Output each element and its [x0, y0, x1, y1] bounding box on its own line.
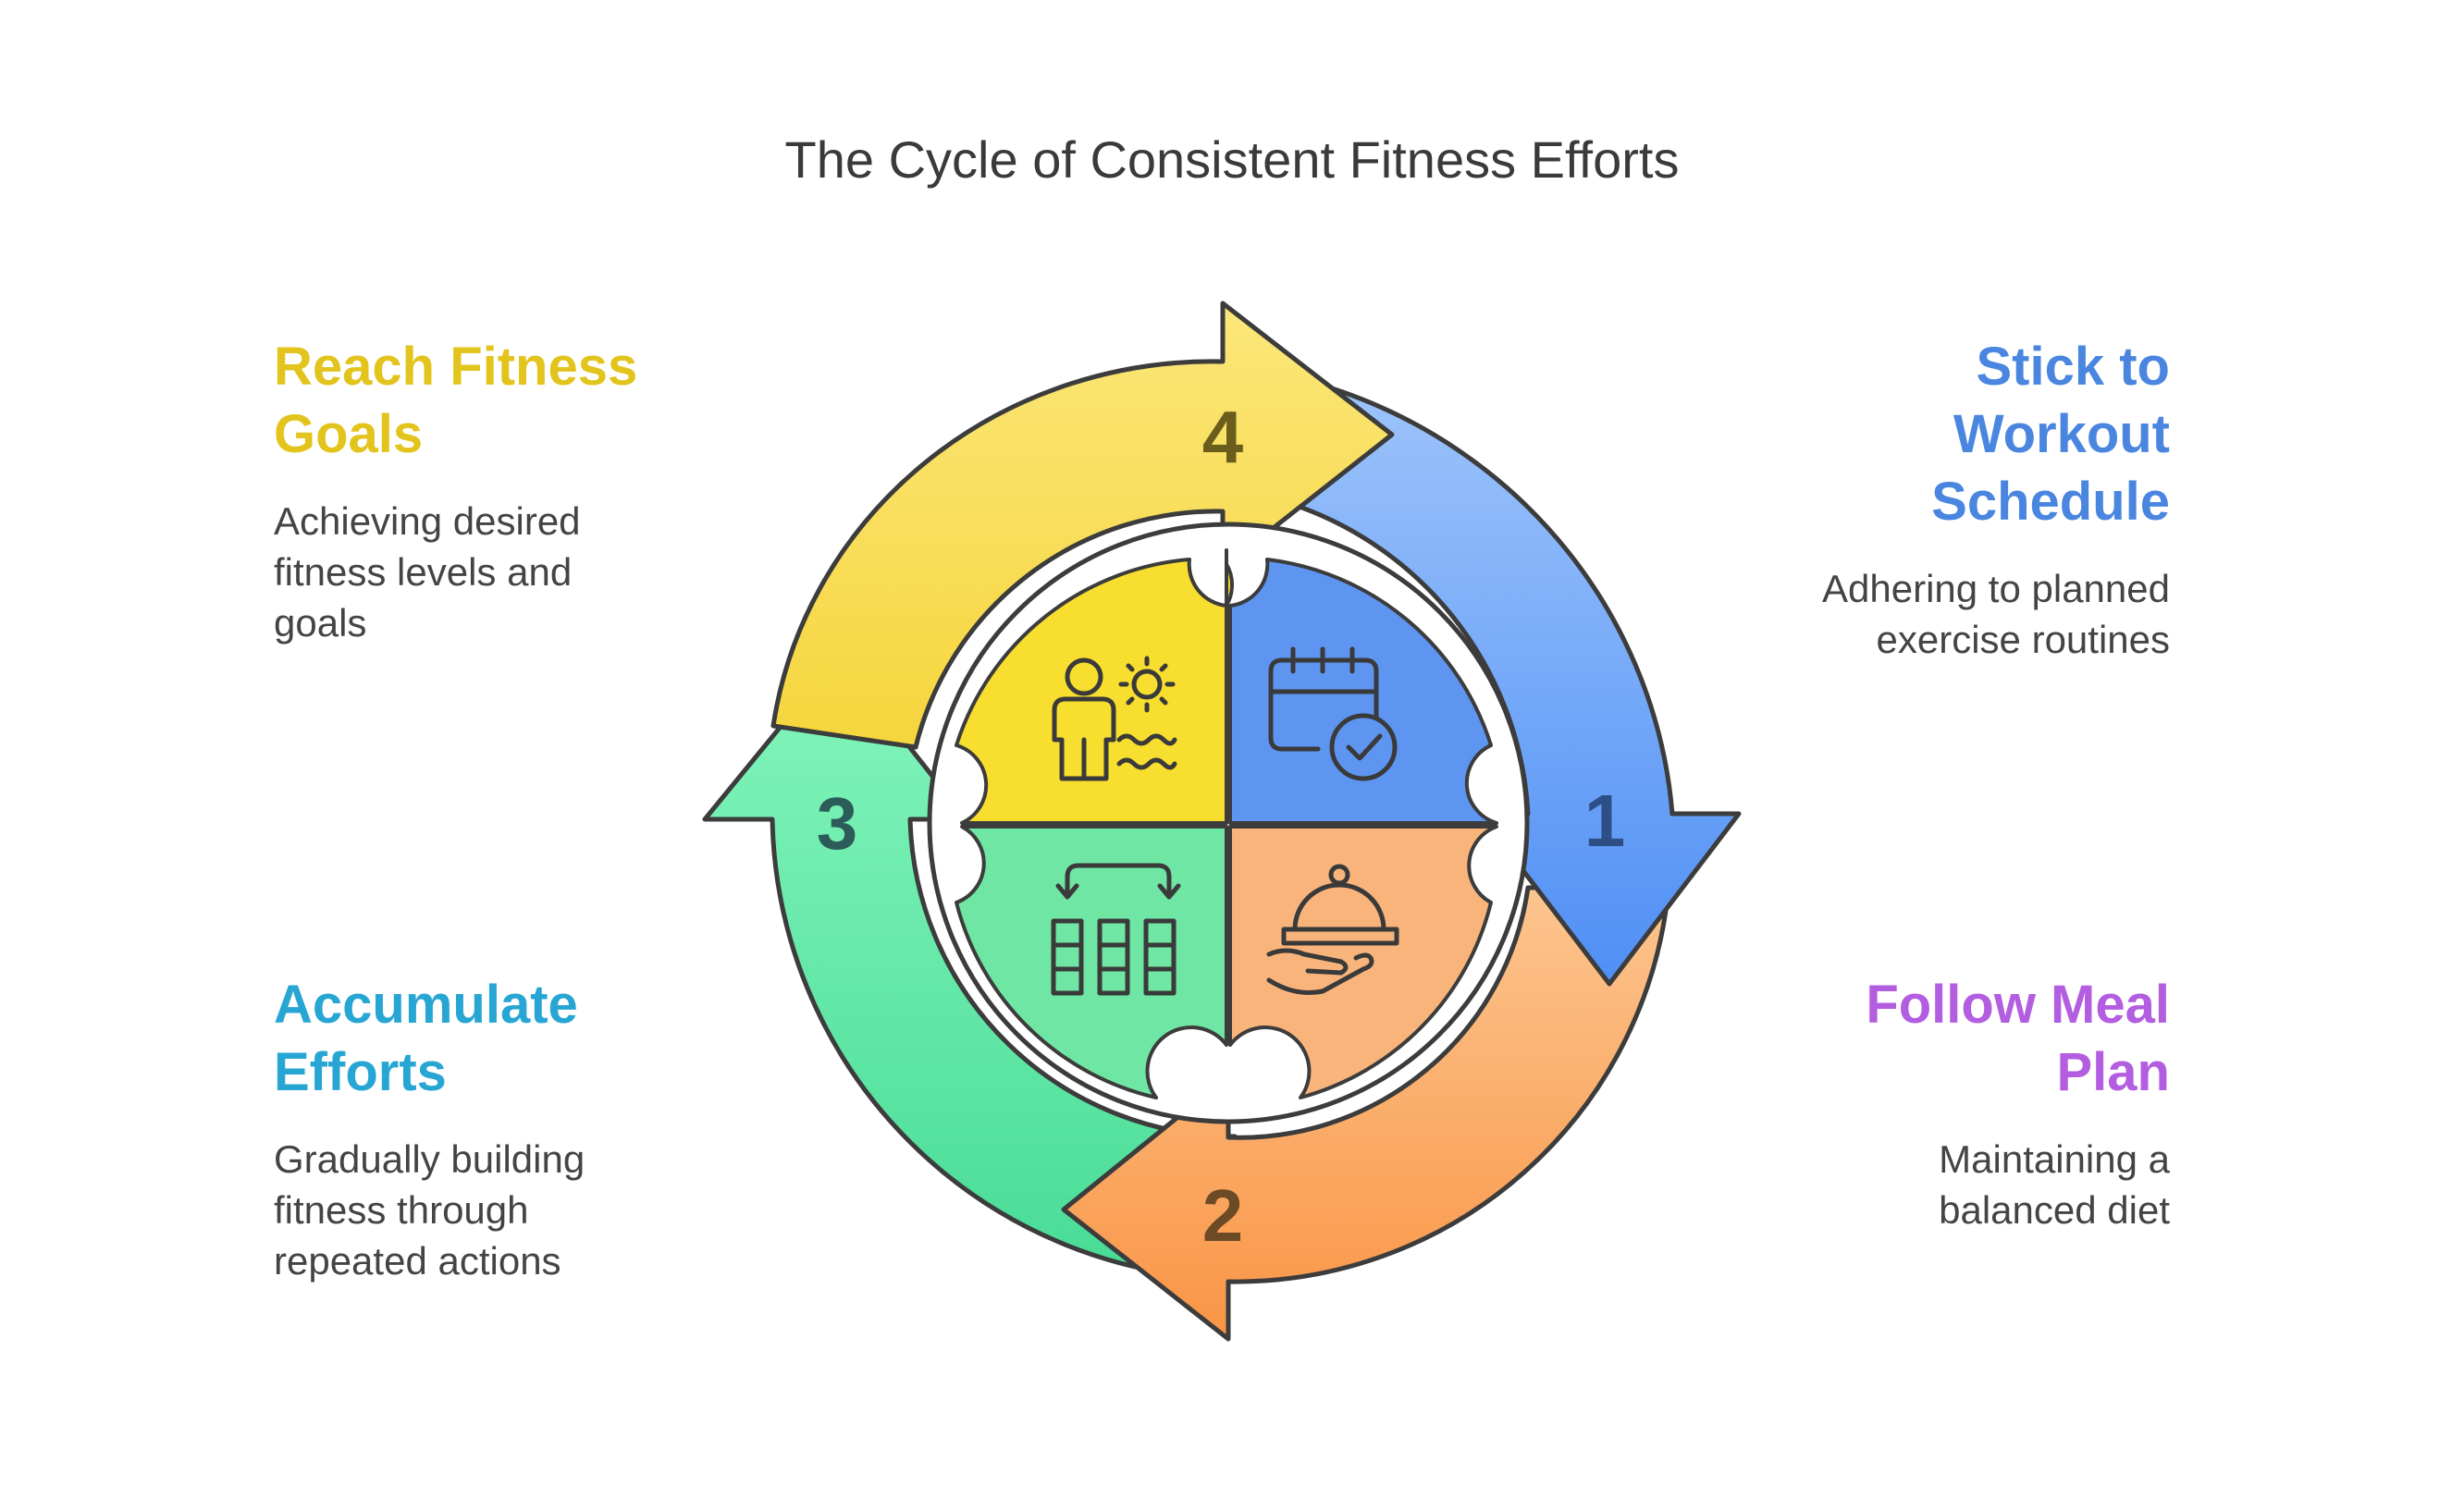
step-4-heading-line: Goals — [274, 404, 424, 464]
step-4-description: Achieving desired fitness levels and goa… — [274, 496, 681, 648]
step-4-heading: Reach Fitness Goals — [274, 333, 681, 468]
step-4-text: Reach Fitness Goals Achieving desired fi… — [274, 333, 681, 648]
step-3-heading: Accumulate Efforts — [274, 971, 681, 1106]
step-number-1: 1 — [1584, 780, 1626, 862]
step-3-heading-line: Efforts — [274, 1042, 447, 1102]
step-2-description: Maintaining a balanced diet — [1763, 1134, 2170, 1235]
step-2-description-line: balanced diet — [1939, 1188, 2170, 1232]
step-3-description-line: Gradually building — [274, 1137, 585, 1181]
step-number-4: 4 — [1202, 396, 1244, 478]
step-3-description-line: repeated actions — [274, 1239, 561, 1283]
step-1-heading-line: Stick to — [1976, 337, 2171, 397]
quadrant-3 — [955, 825, 1228, 1099]
arrow-1 — [1274, 386, 1742, 987]
step-3-heading-line: Accumulate — [274, 975, 578, 1035]
calendar-check-icon — [1268, 646, 1398, 781]
quadrant-2 — [1228, 825, 1498, 1099]
step-3-description: Gradually building fitness through repea… — [274, 1134, 681, 1286]
step-number-2: 2 — [1202, 1174, 1244, 1257]
step-4-heading-line: Reach Fitness — [274, 337, 638, 397]
step-number-3: 3 — [817, 782, 858, 865]
diagram-title: The Cycle of Consistent Fitness Efforts — [784, 130, 1680, 189]
stacked-grid-icon — [1051, 863, 1181, 996]
arrow-4 — [770, 301, 1395, 750]
step-2-text: Follow Meal Plan Maintaining a balanced … — [1763, 971, 2170, 1235]
step-4-description-line: fitness levels and — [274, 550, 573, 594]
step-4-description-line: goals — [274, 601, 367, 645]
step-1-heading: Stick to Workout Schedule — [1763, 333, 2170, 535]
step-2-heading-line: Plan — [2056, 1042, 2171, 1102]
step-1-description: Adhering to planned exercise routines — [1763, 563, 2170, 665]
arrow-2 — [1061, 885, 1671, 1342]
serving-cloche-icon — [1266, 864, 1399, 995]
step-4-description-line: Achieving desired — [274, 499, 581, 543]
step-3-description-line: fitness through — [274, 1188, 529, 1232]
quadrant-4 — [955, 548, 1234, 825]
step-3-text: Accumulate Efforts Gradually building fi… — [274, 971, 681, 1286]
step-1-heading-line: Workout — [1953, 404, 2170, 464]
step-1-text: Stick to Workout Schedule Adhering to pl… — [1763, 333, 2170, 665]
step-2-heading: Follow Meal Plan — [1763, 971, 2170, 1106]
step-1-description-line: exercise routines — [1876, 618, 2170, 661]
step-1-heading-line: Schedule — [1931, 472, 2170, 532]
step-1-description-line: Adhering to planned — [1822, 567, 2170, 610]
person-beach-icon — [1052, 656, 1177, 781]
arrow-3 — [702, 654, 1238, 1282]
step-2-heading-line: Follow Meal — [1866, 975, 2170, 1035]
step-2-description-line: Maintaining a — [1939, 1137, 2170, 1181]
